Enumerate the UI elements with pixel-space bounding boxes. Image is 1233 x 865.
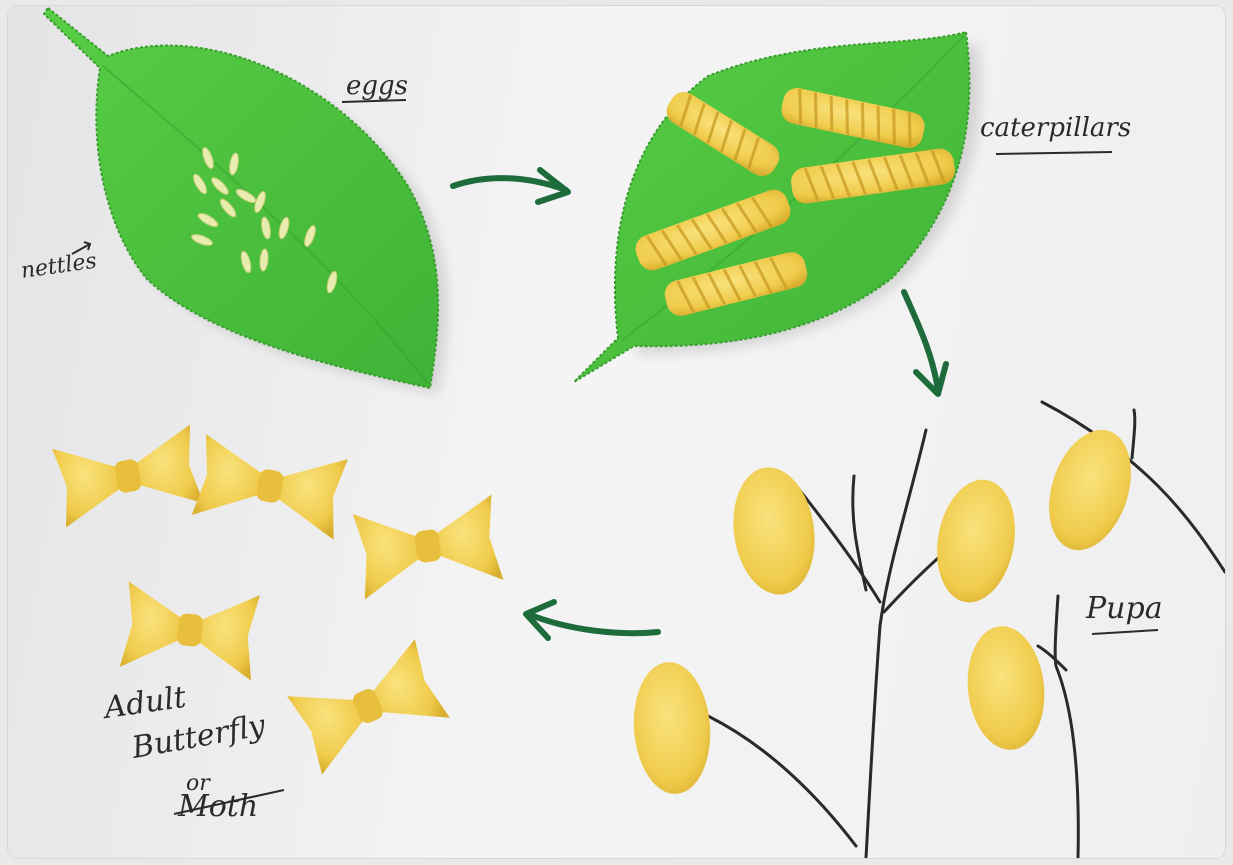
- conchiglie-icon: [962, 622, 1051, 753]
- label-pupa: Pupa: [1085, 591, 1163, 626]
- conchiglie-icon: [725, 462, 822, 600]
- label-adult-line1: Adult: [99, 680, 189, 727]
- farfalle-icon: [120, 581, 260, 680]
- lifecycle-photo: eggs caterpillars nettles Pupa Adult But…: [8, 6, 1225, 858]
- arrow-icon: [904, 292, 946, 394]
- label-adult-line4: Moth: [177, 789, 258, 824]
- farfalle-icon: [192, 434, 348, 540]
- farfalle-icon: [52, 424, 204, 527]
- conchiglie-icon: [928, 473, 1024, 608]
- lifecycle-illustration: eggs caterpillars nettles Pupa Adult But…: [8, 6, 1225, 858]
- label-eggs: eggs: [346, 71, 408, 101]
- label-caterpillars: caterpillars: [980, 113, 1131, 143]
- label-nettles: nettles: [19, 249, 98, 284]
- arrow-icon: [526, 602, 658, 638]
- conchiglie-icon: [1035, 419, 1146, 560]
- egg-leaf: [44, 8, 447, 394]
- arrow-icon: [453, 170, 568, 202]
- farfalle-icon: [353, 495, 504, 600]
- conchiglie-icon: [629, 660, 714, 797]
- farfalle-icon: [287, 639, 450, 775]
